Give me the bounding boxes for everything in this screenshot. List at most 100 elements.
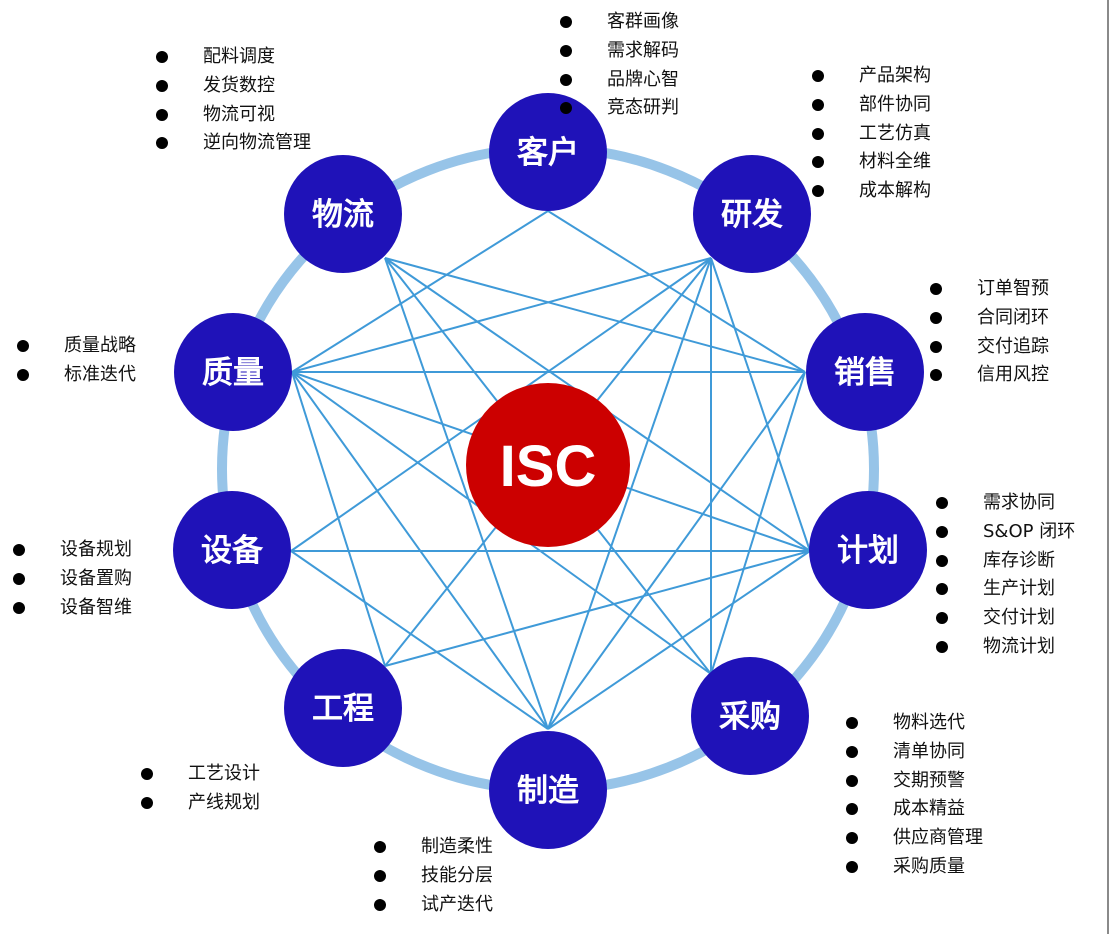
center-circle	[466, 383, 630, 547]
item-label: 生产计划	[983, 578, 1055, 600]
frame-border	[1107, 0, 1109, 934]
item-label: S&OP 闭环	[983, 520, 1076, 542]
node-circle	[693, 155, 811, 273]
link-equipment-manufacturing	[290, 550, 549, 730]
node-engineering[interactable]: 工程	[284, 649, 402, 767]
bullet-icon	[812, 70, 824, 82]
item-label: 信用风控	[977, 364, 1049, 386]
bullet-icon	[156, 137, 168, 150]
link-logistics-manufacturing	[384, 257, 549, 730]
list-item: 质量战略	[17, 332, 136, 361]
item-label: 产线规划	[188, 791, 260, 813]
node-customer[interactable]: 客户	[489, 93, 607, 211]
link-plan-engineering	[384, 550, 811, 667]
bullet-icon	[846, 803, 858, 816]
item-label: 工艺仿真	[859, 122, 931, 144]
node-logistics[interactable]: 物流	[284, 155, 402, 273]
bullet-icon	[846, 860, 858, 873]
node-label: 质量	[202, 355, 264, 391]
bullet-icon	[936, 497, 948, 509]
node-purchase[interactable]: 采购	[691, 657, 809, 775]
item-label: 试产迭代	[421, 893, 493, 915]
list-item: 成本解构	[812, 177, 931, 206]
item-label: 采购质量	[893, 855, 965, 877]
bullet-icon	[141, 796, 153, 809]
node-label: 制造	[517, 773, 579, 809]
item-label: 成本精益	[893, 798, 965, 820]
bullet-icon	[812, 127, 824, 140]
quality-items: 质量战略标准迭代	[17, 332, 136, 390]
node-circle	[691, 657, 809, 775]
item-label: 部件协同	[859, 93, 931, 115]
list-item: 物料选代	[846, 709, 983, 738]
bullet-icon	[936, 525, 948, 538]
bullet-icon	[560, 73, 572, 86]
bullet-icon	[812, 185, 824, 198]
bullet-icon	[374, 898, 386, 911]
list-item: 库存诊断	[936, 547, 1075, 576]
bullet-icon	[560, 16, 572, 28]
node-circle	[174, 313, 292, 431]
list-item: 客群画像	[560, 8, 679, 37]
node-label: 计划	[837, 533, 899, 569]
list-item: 采购质量	[846, 853, 983, 882]
bullet-icon	[936, 640, 948, 653]
bullet-icon	[374, 869, 386, 882]
node-circle	[489, 93, 607, 211]
bullet-icon	[812, 98, 824, 111]
node-label: 设备	[201, 533, 264, 569]
bullet-icon	[936, 612, 948, 625]
item-label: 设备规划	[60, 539, 132, 560]
bullet-icon	[930, 369, 942, 382]
bullet-icon	[812, 156, 824, 169]
bullet-icon	[930, 283, 942, 295]
node-plan[interactable]: 计划	[809, 491, 927, 609]
item-label: 清单协同	[893, 740, 965, 762]
purchase-items: 物料选代清单协同交期预警成本精益供应商管理采购质量	[846, 709, 983, 882]
item-label: 需求协同	[983, 492, 1055, 513]
item-label: 品牌心智	[607, 68, 679, 90]
node-manufacturing[interactable]: 制造	[489, 731, 607, 849]
list-item: 竞态研判	[560, 94, 679, 123]
item-label: 产品架构	[859, 65, 931, 86]
bullet-icon	[374, 841, 386, 853]
node-sales[interactable]: 销售	[806, 313, 924, 431]
manufacturing-items: 制造柔性技能分层试产迭代	[374, 833, 493, 919]
node-circle	[806, 313, 924, 431]
link-customer-sales	[547, 210, 806, 373]
item-label: 设备置购	[60, 567, 132, 589]
list-item: 生产计划	[936, 575, 1075, 604]
list-item: 工艺仿真	[812, 120, 931, 149]
list-item: 设备规划	[13, 536, 132, 565]
bullet-icon	[17, 368, 29, 381]
center-node[interactable]: ISC	[466, 383, 630, 547]
node-circle	[173, 491, 291, 609]
bullet-icon	[13, 544, 25, 556]
item-label: 需求解码	[607, 39, 679, 61]
list-item: 部件协同	[812, 91, 931, 120]
item-label: 交付追踪	[977, 335, 1049, 357]
list-item: 工艺设计	[141, 760, 260, 789]
node-label: 物流	[312, 197, 374, 233]
bullet-icon	[936, 583, 948, 596]
item-label: 成本解构	[859, 180, 931, 202]
node-label: 研发	[721, 197, 783, 233]
item-label: 制造柔性	[421, 836, 493, 857]
bullet-icon	[846, 717, 858, 729]
item-label: 发货数控	[203, 74, 275, 96]
bullet-icon	[846, 774, 858, 787]
node-rd[interactable]: 研发	[693, 155, 811, 273]
bullet-icon	[560, 102, 572, 115]
list-item: 物流计划	[936, 633, 1075, 662]
item-label: 库存诊断	[983, 549, 1055, 571]
engineering-items: 工艺设计产线规划	[141, 760, 260, 818]
node-circle	[809, 491, 927, 609]
node-equipment[interactable]: 设备	[173, 491, 291, 609]
list-item: 合同闭环	[930, 304, 1049, 333]
item-label: 质量战略	[64, 335, 136, 356]
item-label: 交期预警	[893, 769, 965, 791]
node-quality[interactable]: 质量	[174, 313, 292, 431]
logistics-items: 配料调度发货数控物流可视逆向物流管理	[156, 43, 311, 158]
item-label: 配料调度	[203, 46, 275, 67]
